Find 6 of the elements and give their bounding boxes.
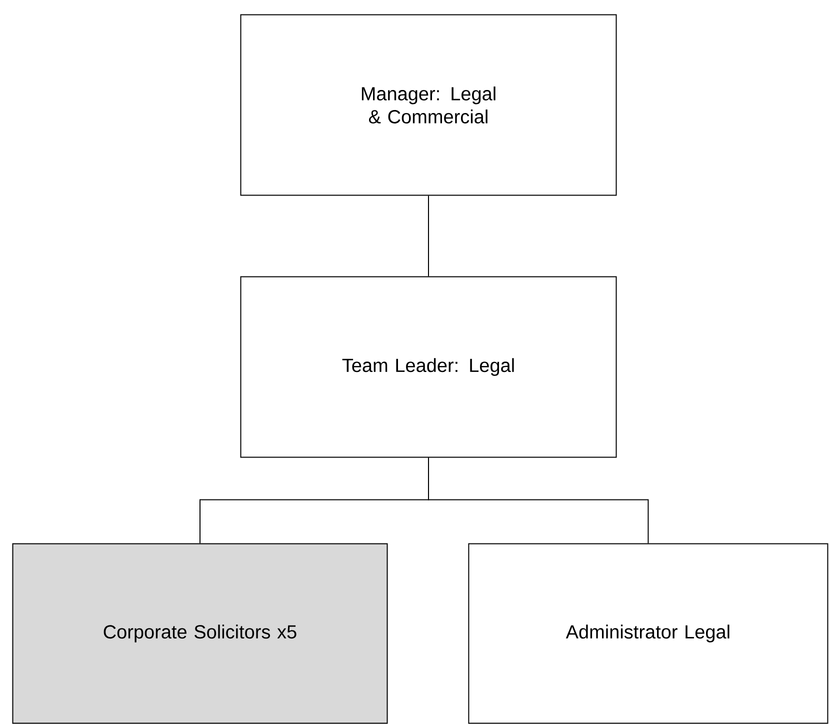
position-box: Manager: Legal & Commercial [240, 14, 617, 196]
connector-line [428, 457, 649, 544]
position-box: Corporate Solicitors x5 [12, 543, 388, 724]
position-box: Administrator Legal [468, 543, 828, 724]
connector-line [428, 195, 429, 277]
position-box: Team Leader: Legal [240, 276, 617, 458]
